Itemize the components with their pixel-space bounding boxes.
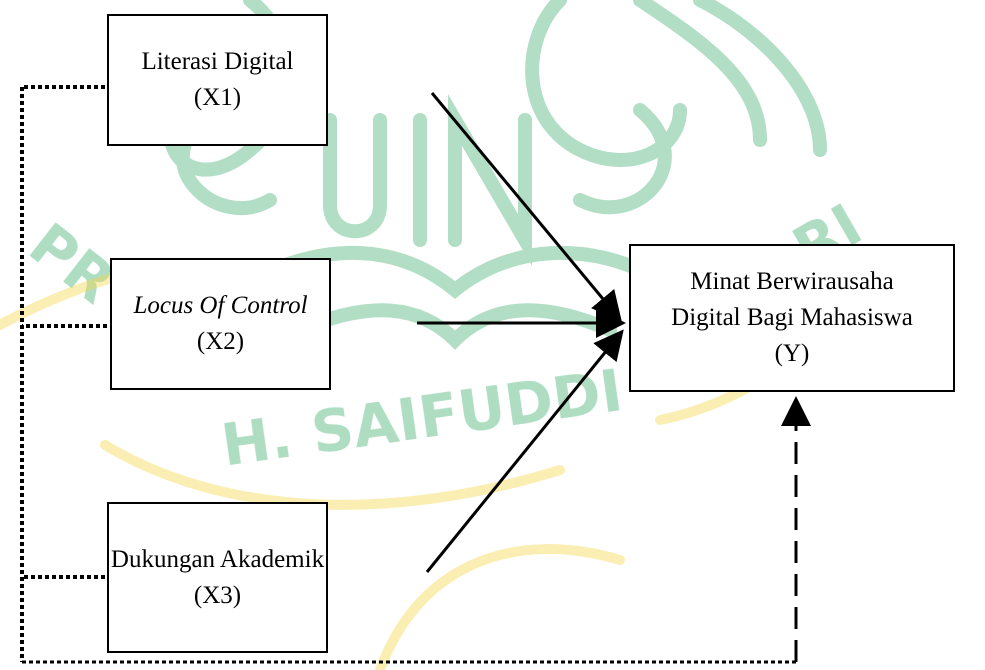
- node-x2-locus-of-control: Locus Of Control (X2): [110, 258, 331, 390]
- arrow-x1-to-y: [430, 92, 622, 322]
- node-x3-dukungan-akademik: Dukungan Akademik (X3): [107, 502, 328, 653]
- node-x2-label: Locus Of Control: [133, 292, 308, 319]
- node-x1-label: Literasi Digital: [141, 48, 294, 75]
- node-x3-label: Dukungan Akademik: [110, 545, 325, 573]
- arrow-x3-to-y: [425, 329, 624, 573]
- node-x3-code: (X3): [193, 581, 242, 609]
- node-y-code: (Y): [774, 340, 810, 367]
- node-x2-code: (X2): [196, 328, 245, 355]
- node-x1-literasi-digital: Literasi Digital (X1): [107, 14, 328, 146]
- node-y-line1: Minat Berwirausaha: [690, 268, 894, 295]
- node-y-line2: Digital Bagi Mahasiswa: [671, 304, 913, 331]
- node-x1-code: (X1): [193, 84, 242, 111]
- node-y-minat-berwirausaha: Minat Berwirausaha Digital Bagi Mahasisw…: [629, 244, 955, 392]
